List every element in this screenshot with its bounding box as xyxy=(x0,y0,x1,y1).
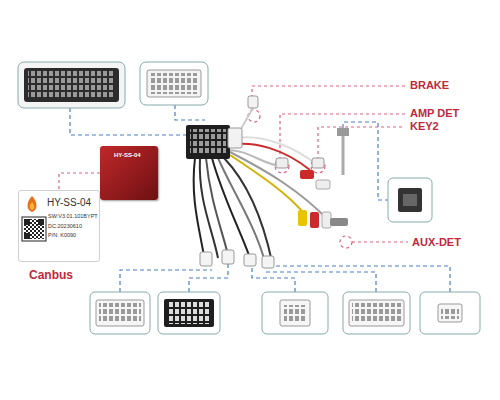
signal-label: KEY2 xyxy=(410,121,439,132)
rca-plugs xyxy=(298,170,331,228)
connector-pins xyxy=(99,303,141,323)
qr-code xyxy=(22,217,46,241)
leader-line xyxy=(272,266,450,292)
harness-connector xyxy=(343,292,410,334)
signal-marker xyxy=(275,159,289,173)
connector-body xyxy=(24,68,119,102)
connector-pins xyxy=(150,73,198,94)
wire-plug xyxy=(222,250,234,264)
signal-leader xyxy=(252,86,405,110)
leader-line xyxy=(264,272,376,292)
node-text: P/N: K0090 xyxy=(48,233,76,239)
connector-body xyxy=(349,300,404,326)
signal-leader xyxy=(352,241,408,242)
connector-frame xyxy=(388,178,432,222)
signal-label: AUX-DET xyxy=(412,237,461,248)
leader-line xyxy=(343,122,388,200)
wire xyxy=(230,155,305,215)
brand-logo xyxy=(28,196,37,212)
leader-line xyxy=(120,270,212,292)
connector-frame xyxy=(158,292,220,334)
signal-leader xyxy=(318,127,405,160)
leader-line xyxy=(70,108,190,135)
rca-plug xyxy=(316,180,330,189)
connector-pins xyxy=(352,303,401,323)
qr-corner xyxy=(38,219,44,225)
connector-socket xyxy=(403,194,417,206)
wire xyxy=(224,158,272,262)
connector-frame xyxy=(343,292,410,334)
leader-line xyxy=(70,105,450,292)
card-heading: Canbus xyxy=(29,269,73,281)
canbus-module: HY-SS-04 xyxy=(100,146,158,200)
rca-plug xyxy=(310,212,319,228)
harness-connector xyxy=(140,62,208,105)
leader-line xyxy=(175,105,205,120)
harness-connector xyxy=(262,292,328,334)
connector-pins xyxy=(167,302,211,324)
connector-body xyxy=(280,300,310,326)
rca-plug xyxy=(322,212,331,228)
qr-frame xyxy=(22,217,46,241)
wire-plug xyxy=(312,158,324,168)
antenna-head xyxy=(337,128,349,136)
connector-body xyxy=(147,70,201,97)
wire xyxy=(230,152,330,222)
connector-body xyxy=(164,299,214,327)
node-text: SW:V3.01.101BYPT xyxy=(48,214,98,220)
harness-connector xyxy=(18,62,125,108)
wire-plug xyxy=(276,158,288,168)
connector-frame xyxy=(90,292,150,334)
qr-pattern xyxy=(24,219,44,239)
node-text: HY-SS-04 xyxy=(47,198,91,208)
connector-frame xyxy=(262,292,328,334)
antenna-plug xyxy=(330,218,348,226)
connector-pins xyxy=(441,307,459,319)
node-text: HY-SS-04 xyxy=(114,152,141,158)
antenna-cable xyxy=(342,136,345,175)
connector-pins xyxy=(284,305,306,321)
wire-harness xyxy=(186,96,348,268)
dashed-connector xyxy=(59,173,100,190)
harness-connector xyxy=(90,292,150,334)
brake-plug xyxy=(248,96,258,108)
antenna-connector xyxy=(337,128,432,222)
connector-body xyxy=(96,300,144,326)
harness-connector xyxy=(420,292,480,334)
connector-pins xyxy=(28,71,115,99)
signal-label: BRAKE xyxy=(410,80,449,91)
harness-connector xyxy=(158,292,220,334)
wire-plug xyxy=(262,256,274,268)
wire-plug xyxy=(244,254,256,266)
signal-marker xyxy=(340,236,352,248)
qr-corner xyxy=(24,233,30,239)
connector-body xyxy=(438,304,462,322)
connector-frame xyxy=(420,292,480,334)
harness-plug xyxy=(228,128,242,148)
harness-plug xyxy=(186,125,230,159)
wire xyxy=(212,158,250,258)
connector-frame xyxy=(18,62,125,108)
canbus-info-card: HY-SS-04SW:V3.01.101BYPT DC:20230610P/N: … xyxy=(18,190,100,262)
connector-frame xyxy=(140,62,208,105)
node-text: DC:20230610 xyxy=(48,224,82,230)
signal-label: AMP DET xyxy=(410,108,459,119)
harness-pins xyxy=(190,129,226,155)
flame-logo xyxy=(28,196,37,212)
signal-leader xyxy=(248,86,408,248)
rca-plug xyxy=(300,170,314,179)
flame-logo xyxy=(30,202,35,210)
rca-plug xyxy=(298,210,307,226)
wire-plug xyxy=(200,252,212,266)
connector-body xyxy=(398,188,422,212)
qr-corner xyxy=(24,219,30,225)
